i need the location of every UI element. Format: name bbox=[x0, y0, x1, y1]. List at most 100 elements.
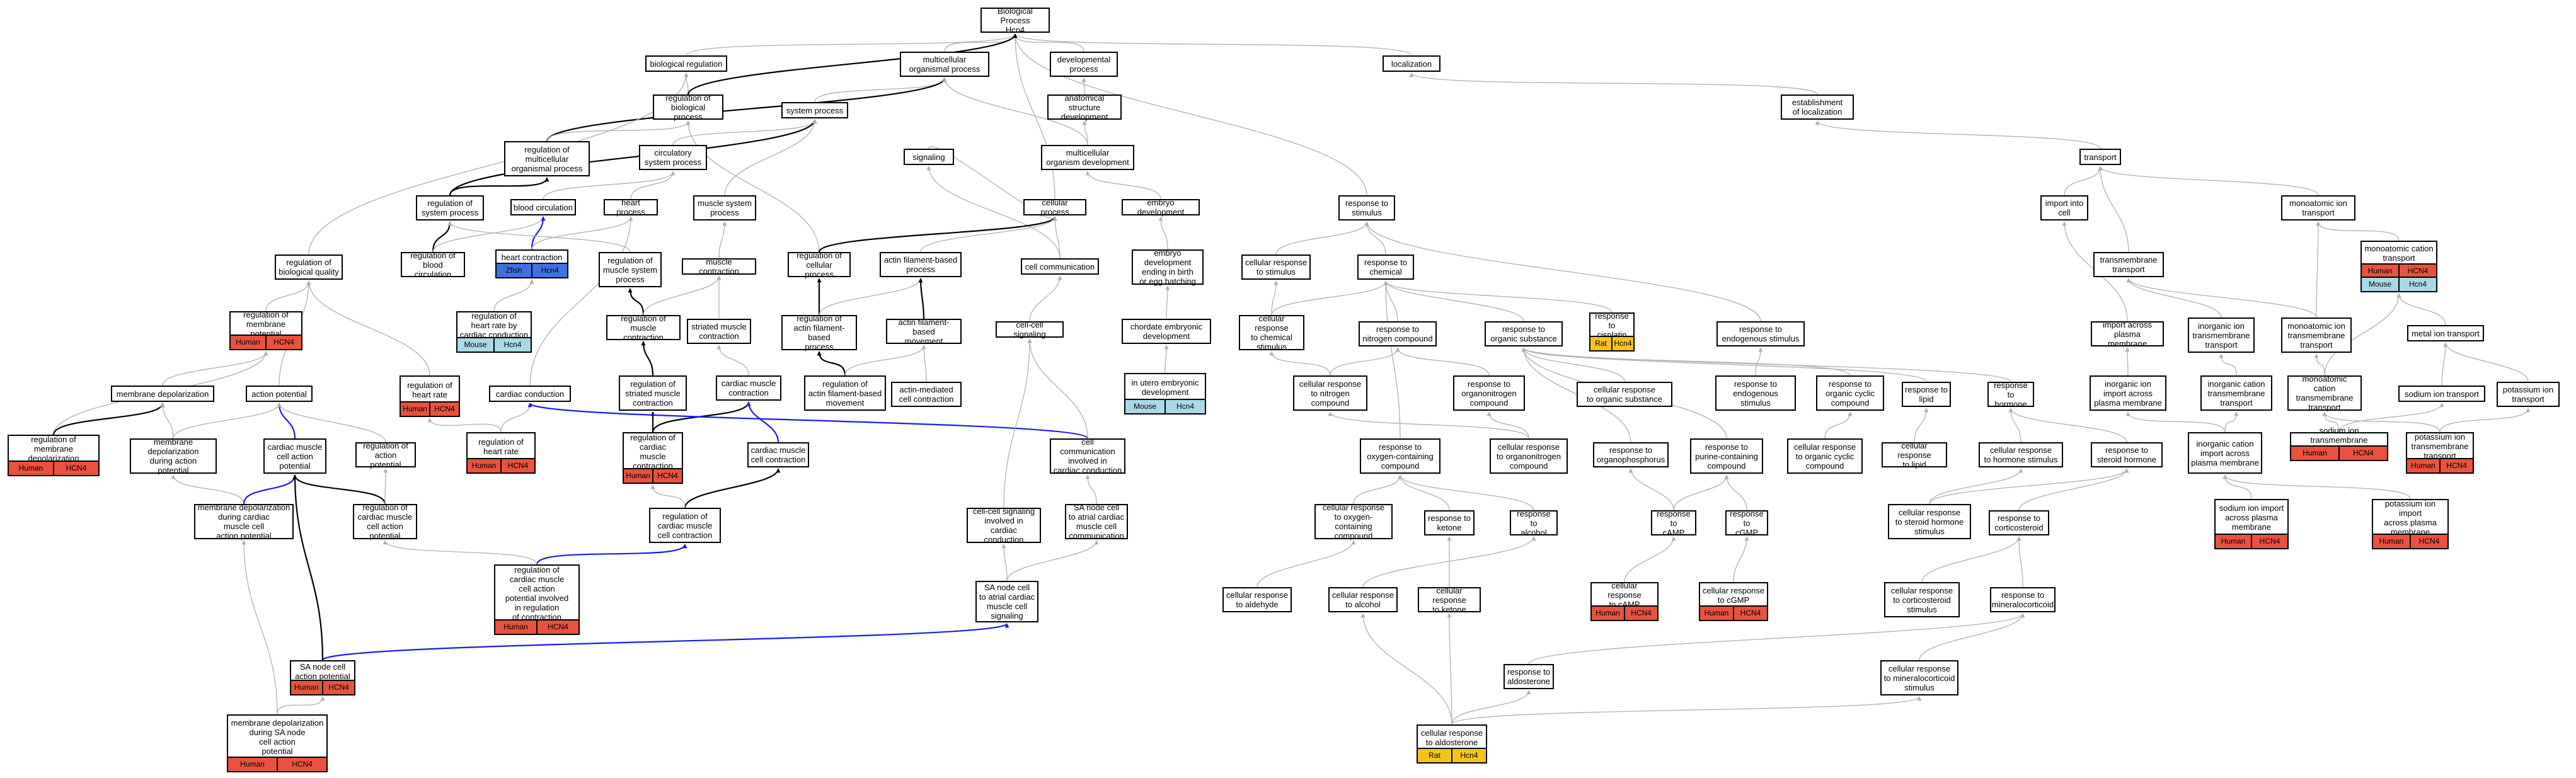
go-term-membrane-depolarization-during-action-potential[interactable]: membrane depolarization during action po… bbox=[130, 437, 217, 475]
go-term-cellular-response-to-hormone-stimulus[interactable]: cellular response to hormone stimulus bbox=[1979, 442, 2063, 467]
go-term-actin-mediated-cell-contraction[interactable]: actin-mediated cell contraction bbox=[891, 382, 962, 407]
go-term-biological-process-hcn4[interactable]: Biological Process Hcn4 bbox=[980, 6, 1050, 35]
go-term-response-to-stimulus[interactable]: response to stimulus bbox=[1338, 195, 1395, 220]
go-term-cell-communication-involved-in-cardiac-conduction[interactable]: cell communication involved in cardiac c… bbox=[1050, 437, 1125, 475]
go-term-embryo-development-ending-in-birth-or-egg-hatching[interactable]: embryo development ending in birth or eg… bbox=[1132, 248, 1204, 286]
go-term-response-to-corticosteroid[interactable]: response to corticosteroid bbox=[1989, 510, 2049, 535]
go-term-response-to-steroid-hormone[interactable]: response to steroid hormone bbox=[2091, 442, 2163, 467]
go-term-membrane-depolarization-during-cardiac-muscle-cell-action-potential[interactable]: membrane depolarization during cardiac m… bbox=[194, 503, 294, 541]
go-term-inorganic-ion-transmembrane-transport[interactable]: inorganic ion transmembrane transport bbox=[2188, 317, 2255, 353]
go-term-localization[interactable]: localization bbox=[1383, 55, 1440, 72]
go-term-cellular-response-to-alcohol[interactable]: cellular response to alcohol bbox=[1328, 587, 1398, 612]
go-term-response-to-organophosphorus[interactable]: response to organophosphorus bbox=[1593, 442, 1669, 467]
go-term-response-to-lipid[interactable]: response to lipid bbox=[1902, 382, 1951, 407]
go-term-action-potential[interactable]: action potential bbox=[246, 386, 313, 402]
go-term-regulation-of-heart-rate-by-cardiac-conduction[interactable]: regulation of heart rate by cardiac cond… bbox=[456, 311, 532, 353]
go-term-cellular-response-to-organic-cyclic-compound[interactable]: cellular response to organic cyclic comp… bbox=[1787, 438, 1863, 474]
go-term-response-to-camp[interactable]: response to cAMP bbox=[1651, 509, 1696, 537]
go-term-response-to-mineralocorticoid[interactable]: response to mineralocorticoid bbox=[1990, 587, 2056, 612]
go-term-cardiac-muscle-cell-action-potential[interactable]: cardiac muscle cell action potential bbox=[263, 438, 326, 474]
go-term-inorganic-cation-import-across-plasma-membrane[interactable]: inorganic cation import across plasma me… bbox=[2188, 432, 2262, 474]
go-term-response-to-ketone[interactable]: response to ketone bbox=[1424, 510, 1475, 535]
go-term-regulation-of-muscle-system-process[interactable]: regulation of muscle system process bbox=[599, 252, 662, 287]
go-term-response-to-chemical[interactable]: response to chemical bbox=[1357, 255, 1414, 280]
go-term-regulation-of-multicellular-organismal-process[interactable]: regulation of multicellular organismal p… bbox=[504, 141, 590, 176]
go-term-response-to-purine-containing-compound[interactable]: response to purine-containing compound bbox=[1690, 438, 1763, 474]
go-term-biological-regulation[interactable]: biological regulation bbox=[645, 55, 727, 72]
go-term-response-to-endogenous-stimulus[interactable]: response to endogenous stimulus bbox=[1716, 321, 1805, 346]
go-term-response-to-organic-substance[interactable]: response to organic substance bbox=[1485, 321, 1563, 346]
go-term-regulation-of-biological-quality[interactable]: regulation of biological quality bbox=[275, 255, 343, 280]
go-term-establishment-of-localization[interactable]: establishment of localization bbox=[1781, 94, 1854, 120]
go-term-heart-process[interactable]: heart process bbox=[604, 198, 658, 217]
go-term-regulation-of-action-potential[interactable]: regulation of action potential bbox=[355, 441, 416, 469]
go-term-response-to-aldosterone[interactable]: response to aldosterone bbox=[1504, 664, 1554, 689]
go-term-cellular-response-to-organic-substance[interactable]: cellular response to organic substance bbox=[1577, 382, 1672, 407]
go-term-multicellular-organism-development[interactable]: multicellular organism development bbox=[1041, 145, 1134, 170]
go-term-import-into-cell[interactable]: import into cell bbox=[2040, 195, 2088, 220]
go-term-response-to-hormone[interactable]: response to hormone bbox=[1987, 380, 2034, 409]
go-term-import-across-plasma-membrane[interactable]: import across plasma membrane bbox=[2091, 320, 2164, 348]
go-term-response-to-alcohol[interactable]: response to alcohol bbox=[1510, 509, 1558, 537]
go-term-cellular-response-to-ketone[interactable]: cellular response to ketone bbox=[1418, 586, 1481, 614]
go-term-regulation-of-actin-filament-based-movement[interactable]: regulation of actin filament-based movem… bbox=[804, 375, 886, 411]
go-term-regulation-of-cellular-process[interactable]: regulation of cellular process bbox=[788, 251, 851, 279]
go-term-developmental-process[interactable]: developmental process bbox=[1050, 52, 1118, 77]
go-term-regulation-of-actin-filament-based-process[interactable]: regulation of actin filament-based proce… bbox=[781, 314, 857, 352]
go-term-sa-node-cell-to-atrial-cardiac-muscle-cell-signaling[interactable]: SA node cell to atrial cardiac muscle ce… bbox=[975, 581, 1038, 622]
go-term-striated-muscle-contraction[interactable]: striated muscle contraction bbox=[687, 319, 751, 344]
go-term-anatomical-structure-development[interactable]: anatomical structure development bbox=[1047, 93, 1122, 122]
go-term-membrane-depolarization[interactable]: membrane depolarization bbox=[111, 386, 214, 402]
go-term-response-to-organonitrogen-compound[interactable]: response to organonitrogen compound bbox=[1453, 375, 1525, 411]
go-term-cellular-response-to-lipid[interactable]: cellular response to lipid bbox=[1882, 441, 1947, 469]
go-term-actin-filament-based-movement[interactable]: actin filament-based movement bbox=[886, 317, 962, 346]
go-term-monoatomic-ion-transport[interactable]: monoatomic ion transport bbox=[2281, 195, 2355, 220]
go-term-signaling[interactable]: signaling bbox=[904, 149, 954, 165]
go-term-multicellular-organismal-process[interactable]: multicellular organismal process bbox=[900, 52, 989, 77]
go-term-membrane-depolarization-during-sa-node-cell-action-potential[interactable]: membrane depolarization during SA node c… bbox=[227, 714, 328, 772]
go-term-regulation-of-cardiac-muscle-cell-contraction[interactable]: regulation of cardiac muscle cell contra… bbox=[649, 508, 721, 543]
go-term-response-to-endogenous-stimulus[interactable]: response to endogenous stimulus bbox=[1715, 375, 1796, 411]
go-term-cellular-response-to-mineralocorticoid-stimulus[interactable]: cellular response to mineralocorticoid s… bbox=[1880, 660, 1958, 695]
go-term-sodium-ion-transport[interactable]: sodium ion transport bbox=[2398, 386, 2485, 402]
go-term-cellular-response-to-chemical-stimulus[interactable]: cellular response to chemical stimulus bbox=[1239, 314, 1304, 352]
go-term-sodium-ion-import-across-plasma-membrane[interactable]: sodium ion import across plasma membrane… bbox=[2214, 499, 2289, 549]
go-term-cell-communication[interactable]: cell communication bbox=[1021, 258, 1099, 275]
go-term-cellular-response-to-steroid-hormone-stimulus[interactable]: cellular response to steroid hormone sti… bbox=[1888, 504, 1971, 539]
go-term-embryo-development[interactable]: embryo development bbox=[1122, 198, 1200, 217]
go-term-cell-cell-signaling-involved-in-cardiac-conduction[interactable]: cell-cell signaling involved in cardiac … bbox=[967, 506, 1041, 544]
go-term-blood-circulation[interactable]: blood circulation bbox=[510, 199, 576, 215]
go-term-regulation-of-muscle-contraction[interactable]: regulation of muscle contraction bbox=[606, 314, 681, 342]
go-term-cardiac-muscle-cell-contraction[interactable]: cardiac muscle cell contraction bbox=[747, 442, 809, 467]
go-term-monoatomic-ion-transmembrane-transport[interactable]: monoatomic ion transmembrane transport bbox=[2281, 317, 2352, 353]
go-term-circulatory-system-process[interactable]: circulatory system process bbox=[639, 145, 707, 170]
go-term-response-to-cgmp[interactable]: response to cGMP bbox=[1725, 509, 1768, 537]
go-term-response-to-oxygen-containing-compound[interactable]: response to oxygen-containing compound bbox=[1360, 438, 1440, 474]
go-term-cellular-response-to-nitrogen-compound[interactable]: cellular response to nitrogen compound bbox=[1293, 375, 1367, 411]
go-term-potassium-ion-transport[interactable]: potassium ion transport bbox=[2497, 382, 2560, 407]
go-term-response-to-organic-cyclic-compound[interactable]: response to organic cyclic compound bbox=[1816, 375, 1884, 411]
go-term-potassium-ion-import-across-plasma-membrane[interactable]: potassium ion import across plasma membr… bbox=[2372, 499, 2449, 549]
go-term-sa-node-cell-to-atrial-cardiac-muscle-cell-communication[interactable]: SA node cell to atrial cardiac muscle ce… bbox=[1065, 503, 1128, 541]
go-term-inorganic-ion-import-across-plasma-membrane[interactable]: inorganic ion import across plasma membr… bbox=[2090, 375, 2166, 411]
go-term-cellular-response-to-oxygen-containing-compound[interactable]: cellular response to oxygen-containing c… bbox=[1314, 503, 1393, 541]
go-term-cardiac-conduction[interactable]: cardiac conduction bbox=[489, 386, 571, 402]
go-term-muscle-contraction[interactable]: muscle contraction bbox=[682, 257, 756, 276]
go-term-chordate-embryonic-development[interactable]: chordate embryonic development bbox=[1122, 319, 1211, 344]
go-term-transport[interactable]: transport bbox=[2079, 149, 2121, 165]
go-term-cardiac-muscle-contraction[interactable]: cardiac muscle contraction bbox=[716, 375, 781, 401]
go-term-monoatomic-cation-transmembrane-transport[interactable]: monoatomic cation transmembrane transpor… bbox=[2287, 374, 2362, 412]
go-term-regulation-of-striated-muscle-contraction[interactable]: regulation of striated muscle contractio… bbox=[619, 375, 687, 411]
go-term-sodium-ion-transmembrane-transport[interactable]: sodium ion transmembrane transportHumanH… bbox=[2290, 426, 2388, 461]
